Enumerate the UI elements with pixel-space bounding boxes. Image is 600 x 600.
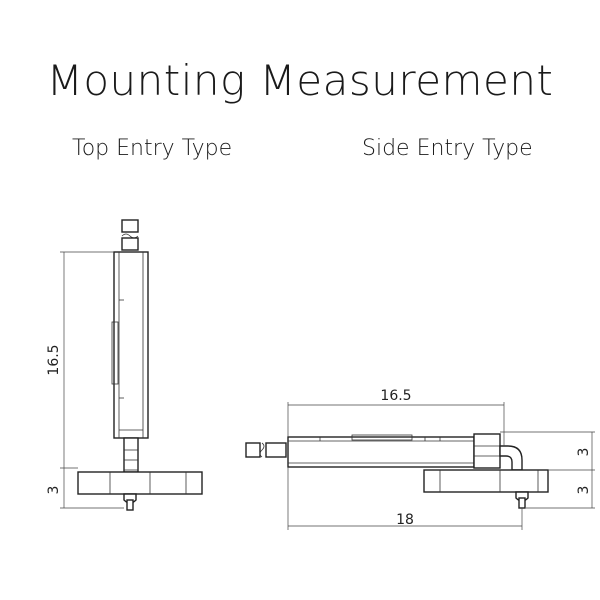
top-connector-body	[113, 251, 149, 439]
top-height-dimension: 16.5	[46, 344, 62, 375]
top-cable-end	[121, 237, 139, 251]
side-mount-plate	[423, 469, 549, 493]
side-elbow	[499, 445, 523, 471]
side-entry-label: Side Entry Type	[362, 136, 533, 161]
top-entry-label: Top Entry Type	[72, 136, 233, 161]
side-cable-end	[245, 442, 261, 458]
top-nut	[123, 437, 139, 473]
top-cable-stub	[121, 219, 139, 233]
side-upper-dimension: 3	[576, 448, 592, 457]
side-nut	[473, 433, 501, 469]
side-entry-drawing: 16.5 18 3 3	[245, 388, 595, 530]
side-lower-dimension: 3	[576, 486, 592, 495]
side-length-dimension: 16.5	[380, 388, 411, 404]
side-cable-stub	[265, 442, 287, 458]
top-base-dimension: 3	[46, 486, 62, 495]
top-mount-plate	[77, 471, 203, 495]
top-entry-drawing: 16.5 3	[46, 219, 203, 511]
page-title: Mounting Measurement	[46, 56, 554, 105]
side-connector-body	[287, 436, 475, 468]
side-total-dimension: 18	[396, 512, 414, 528]
